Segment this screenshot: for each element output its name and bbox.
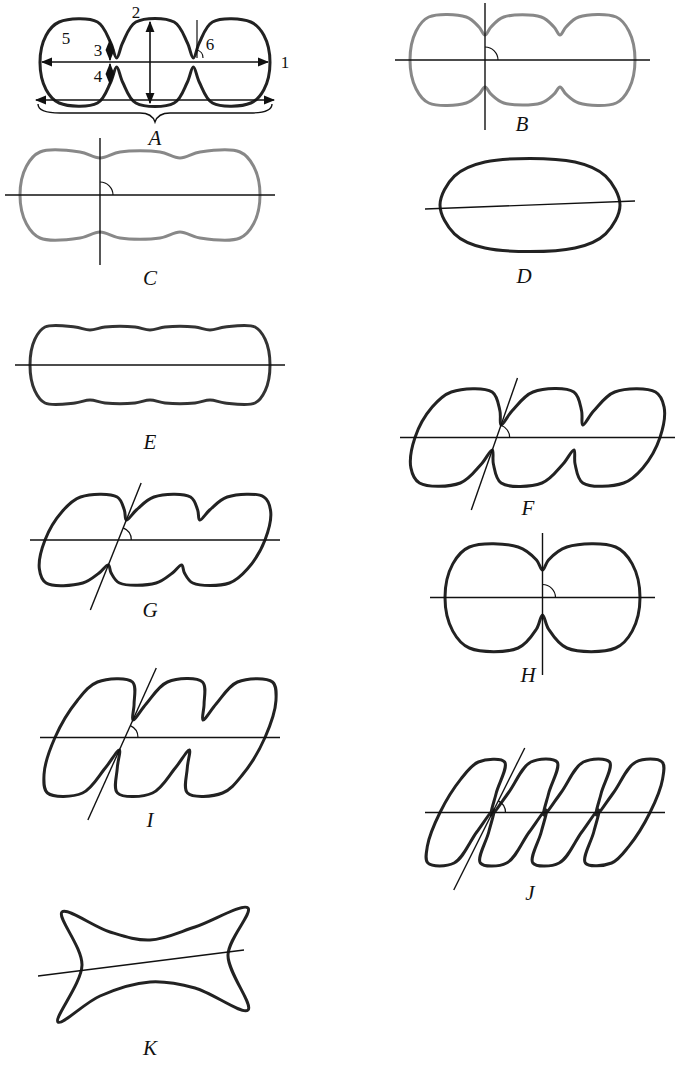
tooth-outline <box>426 759 664 866</box>
outlines <box>5 3 675 1022</box>
dimension-arrow <box>42 61 268 63</box>
figure-letter: A <box>149 128 162 149</box>
dimension-arrow <box>149 22 151 103</box>
angle-arc <box>197 50 203 58</box>
brace <box>38 104 272 122</box>
dimension-arrow <box>109 40 111 60</box>
angle-arc <box>501 425 510 437</box>
callout-number: 6 <box>206 36 215 53</box>
angle-arc <box>130 726 138 738</box>
figure-letter: D <box>516 266 531 287</box>
callout-number: 2 <box>132 4 141 21</box>
figure-letter: J <box>525 883 534 904</box>
figure-letter: I <box>147 810 154 831</box>
dimension-arrow <box>36 99 274 101</box>
dimension-arrow <box>109 64 111 84</box>
axis-line <box>38 950 244 976</box>
axis-line <box>395 59 650 60</box>
axis-line <box>400 437 675 438</box>
axis-line <box>99 138 100 265</box>
axis-line <box>471 378 517 510</box>
callout-number: 1 <box>281 54 290 71</box>
figure-letter: H <box>520 665 535 686</box>
axis-line <box>30 539 280 540</box>
figure-letter: B <box>516 114 529 135</box>
axis-line <box>90 483 141 610</box>
angle-arc <box>100 182 113 195</box>
angle-arc <box>543 585 556 598</box>
axis-line <box>15 364 285 365</box>
angle-arc <box>485 47 498 60</box>
figure-letter: G <box>142 600 157 621</box>
figure-letter: K <box>143 1038 157 1059</box>
axis-line <box>5 194 275 195</box>
axis-line <box>40 737 280 738</box>
figure-letter: F <box>522 498 535 519</box>
angle-arc <box>123 528 131 540</box>
axis-line <box>454 748 525 890</box>
figure-letter: C <box>143 268 157 289</box>
axis-line <box>542 533 543 675</box>
figure-letter: E <box>144 432 157 453</box>
callout-number: 3 <box>94 42 103 59</box>
tooth-outline <box>58 907 249 1022</box>
tooth-outline <box>40 18 270 106</box>
callout-number: 5 <box>62 30 71 47</box>
callout-number: 4 <box>94 68 103 85</box>
axis-line <box>484 3 485 130</box>
axis-line <box>196 20 197 58</box>
angle-arc <box>498 801 505 813</box>
axis-line <box>425 812 665 813</box>
axis-line <box>425 201 635 209</box>
axis-line <box>88 668 156 820</box>
